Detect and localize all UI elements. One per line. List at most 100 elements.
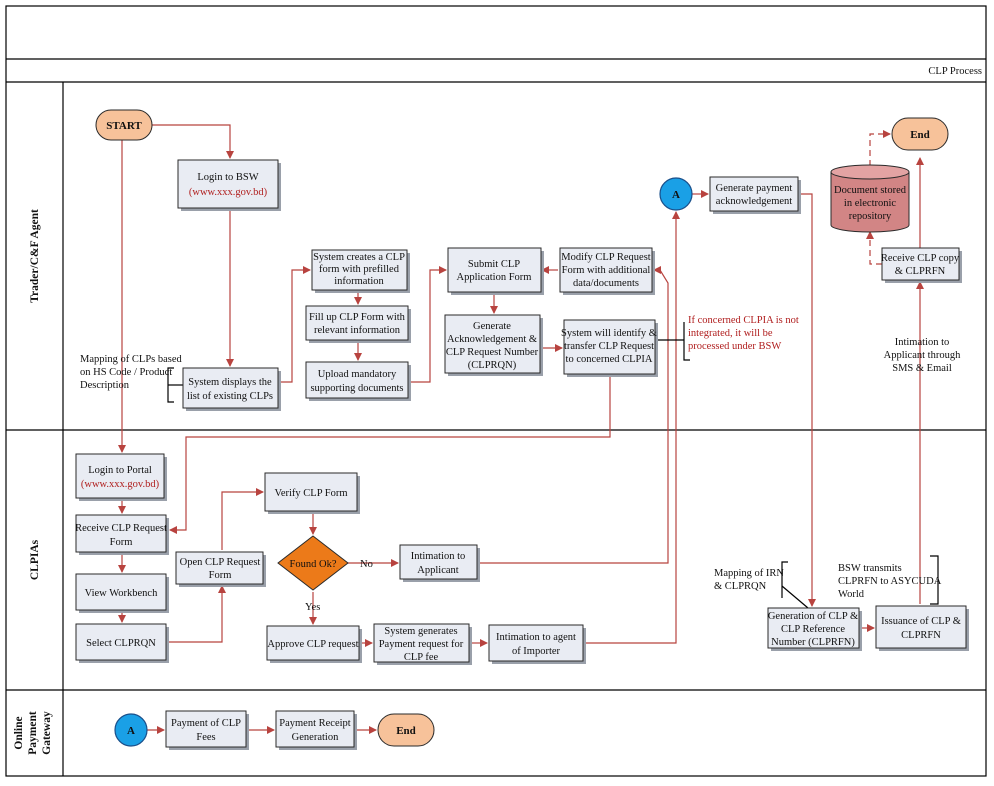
generate-ack-box: Generate Acknowledgement & CLP Request N…: [444, 314, 543, 376]
no-label: No: [360, 559, 373, 570]
document-repository: Document stored in electronic repository: [830, 164, 910, 233]
svg-text:End: End: [396, 725, 416, 737]
mapping-clp-note: Mapping of CLPs based on HS Code / Produ…: [80, 354, 183, 391]
verify-form-box: Verify CLP Form: [264, 472, 360, 514]
svg-text:Document stored: Document stored: [834, 185, 907, 196]
svg-text:Receive CLP Request: Receive CLP Request: [75, 523, 167, 534]
intimation-sms-note: Intimation to Applicant through SMS & Em…: [884, 337, 961, 374]
svg-text:relevant information: relevant information: [314, 325, 401, 336]
select-clprqn-box: Select CLPRQN: [75, 623, 169, 663]
login-portal-box: Login to Portal (www.xxx.gov.bd): [75, 453, 167, 501]
svg-text:If concerned CLPIA is not: If concerned CLPIA is not: [688, 315, 799, 326]
approve-request-box: Approve CLP request: [266, 625, 362, 663]
payment-fees-box: Payment of CLP Fees: [165, 710, 249, 750]
diagram-title: CLP Process: [928, 66, 982, 77]
svg-text:Generation of CLP &: Generation of CLP &: [768, 611, 858, 622]
svg-text:Payment Receipt: Payment Receipt: [279, 718, 351, 729]
svg-text:Intimation to: Intimation to: [411, 551, 466, 562]
system-creates-box: System creates a CLP form with prefilled…: [311, 249, 410, 293]
end-terminal-gateway: End: [377, 713, 435, 747]
flow-connectors: [118, 124, 924, 734]
svg-text:System displays the: System displays the: [188, 377, 272, 388]
svg-text:in electronic: in electronic: [844, 198, 897, 209]
open-request-box: Open CLP Request Form: [175, 551, 266, 587]
fill-up-box: Fill up CLP Form with relevant informati…: [305, 305, 411, 343]
svg-text:of Importer: of Importer: [512, 646, 561, 657]
svg-text:Form with additional: Form with additional: [562, 265, 651, 276]
mapping-irn-note: Mapping of IRN & CLPRQN: [714, 568, 784, 592]
svg-text:System will identify &: System will identify &: [561, 328, 657, 339]
svg-text:A: A: [127, 725, 135, 737]
bsw-transmits-bracket: [930, 555, 939, 605]
svg-text:processed under BSW: processed under BSW: [688, 341, 781, 352]
svg-text:Applicant through: Applicant through: [884, 350, 961, 361]
svg-text:Form: Form: [209, 570, 232, 581]
bsw-transmits-note: BSW transmits CLPRFN to ASYCUDA World: [838, 563, 942, 600]
view-workbench-box: View Workbench: [75, 573, 169, 613]
svg-text:(www.xxx.gov.bd): (www.xxx.gov.bd): [81, 479, 160, 490]
lane-label-trader: Trader/C&F Agent: [29, 209, 41, 303]
svg-text:Form: Form: [110, 537, 133, 548]
issuance-clp-box: Issuance of CLP & CLPRFN: [875, 605, 969, 651]
svg-text:Generate payment: Generate payment: [716, 183, 793, 194]
svg-text:Payment request for: Payment request for: [379, 639, 464, 650]
identify-transfer-box: System will identify & transfer CLP Requ…: [561, 319, 658, 377]
svg-text:information: information: [334, 276, 384, 287]
upload-docs-box: Upload mandatory supporting documents: [305, 361, 411, 401]
svg-text:CLPRFN: CLPRFN: [901, 630, 941, 641]
svg-text:integrated, it will be: integrated, it will be: [688, 328, 773, 339]
svg-text:System generates: System generates: [384, 626, 457, 637]
svg-text:Mapping of IRN: Mapping of IRN: [714, 568, 784, 579]
system-displays-box: System displays the list of existing CLP…: [182, 367, 281, 411]
svg-text:data/documents: data/documents: [573, 278, 639, 289]
start-terminal: START: [95, 109, 153, 141]
svg-text:Intimation to agent: Intimation to agent: [496, 632, 576, 643]
svg-text:Modify CLP Request: Modify CLP Request: [561, 252, 651, 263]
lane-label-gateway-line2: Payment: [27, 711, 39, 755]
svg-text:repository: repository: [849, 211, 892, 222]
svg-text:to concerned CLPIA: to concerned CLPIA: [566, 354, 653, 365]
lane-label-gateway-line3: Gateway: [41, 711, 53, 755]
svg-text:form with prefilled: form with prefilled: [319, 264, 400, 275]
svg-text:Intimation to: Intimation to: [895, 337, 950, 348]
payment-receipt-box: Payment Receipt Generation: [275, 710, 357, 750]
svg-text:(CLPRQN): (CLPRQN): [468, 360, 517, 371]
svg-text:A: A: [672, 189, 680, 201]
svg-text:Upload mandatory: Upload mandatory: [318, 369, 397, 380]
svg-text:Mapping of CLPs based: Mapping of CLPs based: [80, 354, 183, 365]
modify-request-box: Modify CLP Request Form with additional …: [559, 247, 655, 295]
not-integrated-bracket: [683, 322, 690, 361]
svg-text:Login to Portal: Login to Portal: [88, 465, 152, 476]
svg-text:CLP Request Number: CLP Request Number: [446, 347, 539, 358]
svg-text:CLPRFN to ASYCUDA: CLPRFN to ASYCUDA: [838, 576, 942, 587]
not-integrated-note: If concerned CLPIA is not integrated, it…: [688, 315, 799, 352]
svg-text:BSW transmits: BSW transmits: [838, 563, 902, 574]
svg-text:SMS & Email: SMS & Email: [892, 363, 952, 374]
svg-text:& CLPRFN: & CLPRFN: [895, 266, 946, 277]
svg-text:Issuance of CLP &: Issuance of CLP &: [881, 616, 961, 627]
diagram-frame: [5, 5, 987, 777]
svg-text:Generate: Generate: [473, 321, 511, 332]
svg-text:Approve CLP request: Approve CLP request: [267, 639, 358, 650]
svg-text:Verify CLP Form: Verify CLP Form: [274, 488, 347, 499]
lane-label-gateway-line1: Online: [13, 716, 25, 749]
receive-clp-copy-box: Receive CLP copy & CLPRFN: [881, 247, 962, 283]
svg-text:System creates a CLP: System creates a CLP: [313, 252, 405, 263]
svg-text:Open CLP Request: Open CLP Request: [180, 557, 261, 568]
connector-a-top: A: [659, 177, 693, 211]
svg-text:Fill up CLP Form with: Fill up CLP Form with: [309, 312, 406, 323]
svg-text:View Workbench: View Workbench: [85, 588, 158, 599]
submit-form-box: Submit CLP Application Form: [447, 247, 544, 295]
svg-text:Description: Description: [80, 380, 130, 391]
svg-text:START: START: [106, 120, 142, 132]
svg-text:Application Form: Application Form: [457, 272, 532, 283]
svg-text:on HS Code / Product: on HS Code / Product: [80, 367, 172, 378]
receive-request-box: Receive CLP Request Form: [75, 514, 169, 555]
svg-text:supporting documents: supporting documents: [310, 383, 403, 394]
lane-label-clpias: CLPIAs: [29, 539, 41, 580]
end-terminal-top: End: [891, 117, 949, 151]
intimation-agent-box: Intimation to agent of Importer: [488, 624, 586, 664]
svg-text:acknowledgement: acknowledgement: [716, 196, 792, 207]
annotation-brackets: [167, 322, 939, 609]
